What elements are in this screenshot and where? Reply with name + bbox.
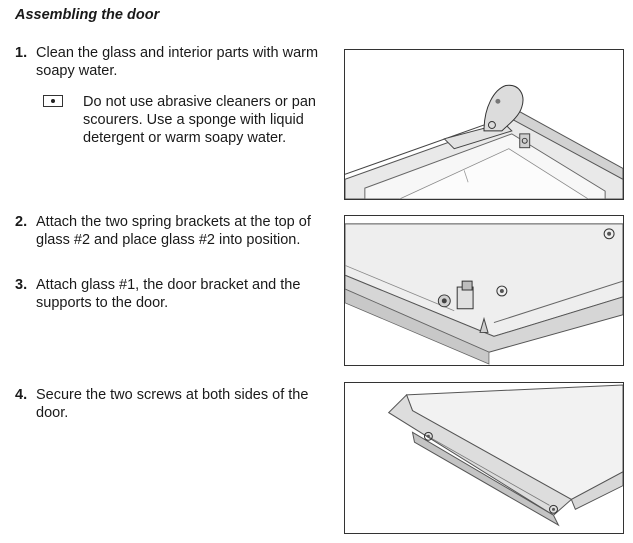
info-icon — [43, 95, 63, 107]
illustration-securing-screws — [344, 382, 624, 534]
note: Do not use abrasive cleaners or pan scou… — [43, 93, 343, 147]
illustration-glass-cleaning — [344, 49, 624, 200]
section-heading: Assembling the door — [15, 7, 160, 23]
step-number: 2. — [15, 214, 28, 230]
step-text: Secure the two screws at both sides of t… — [36, 387, 309, 421]
illustration-spring-brackets — [344, 215, 624, 366]
step-1: 1. Clean the glass and interior parts wi… — [15, 44, 340, 80]
step-3: 3. Attach glass #1, the door bracket and… — [15, 276, 340, 312]
step-text: Attach the two spring brackets at the to… — [36, 214, 311, 248]
step-text: Attach glass #1, the door bracket and th… — [36, 277, 301, 311]
step-text: Clean the glass and interior parts with … — [36, 45, 319, 79]
step-2: 2. Attach the two spring brackets at the… — [15, 213, 340, 249]
note-text: Do not use abrasive cleaners or pan scou… — [83, 94, 316, 146]
step-4: 4. Secure the two screws at both sides o… — [15, 386, 340, 422]
step-number: 1. — [15, 45, 28, 61]
step-number: 3. — [15, 277, 28, 293]
step-number: 4. — [15, 387, 28, 403]
